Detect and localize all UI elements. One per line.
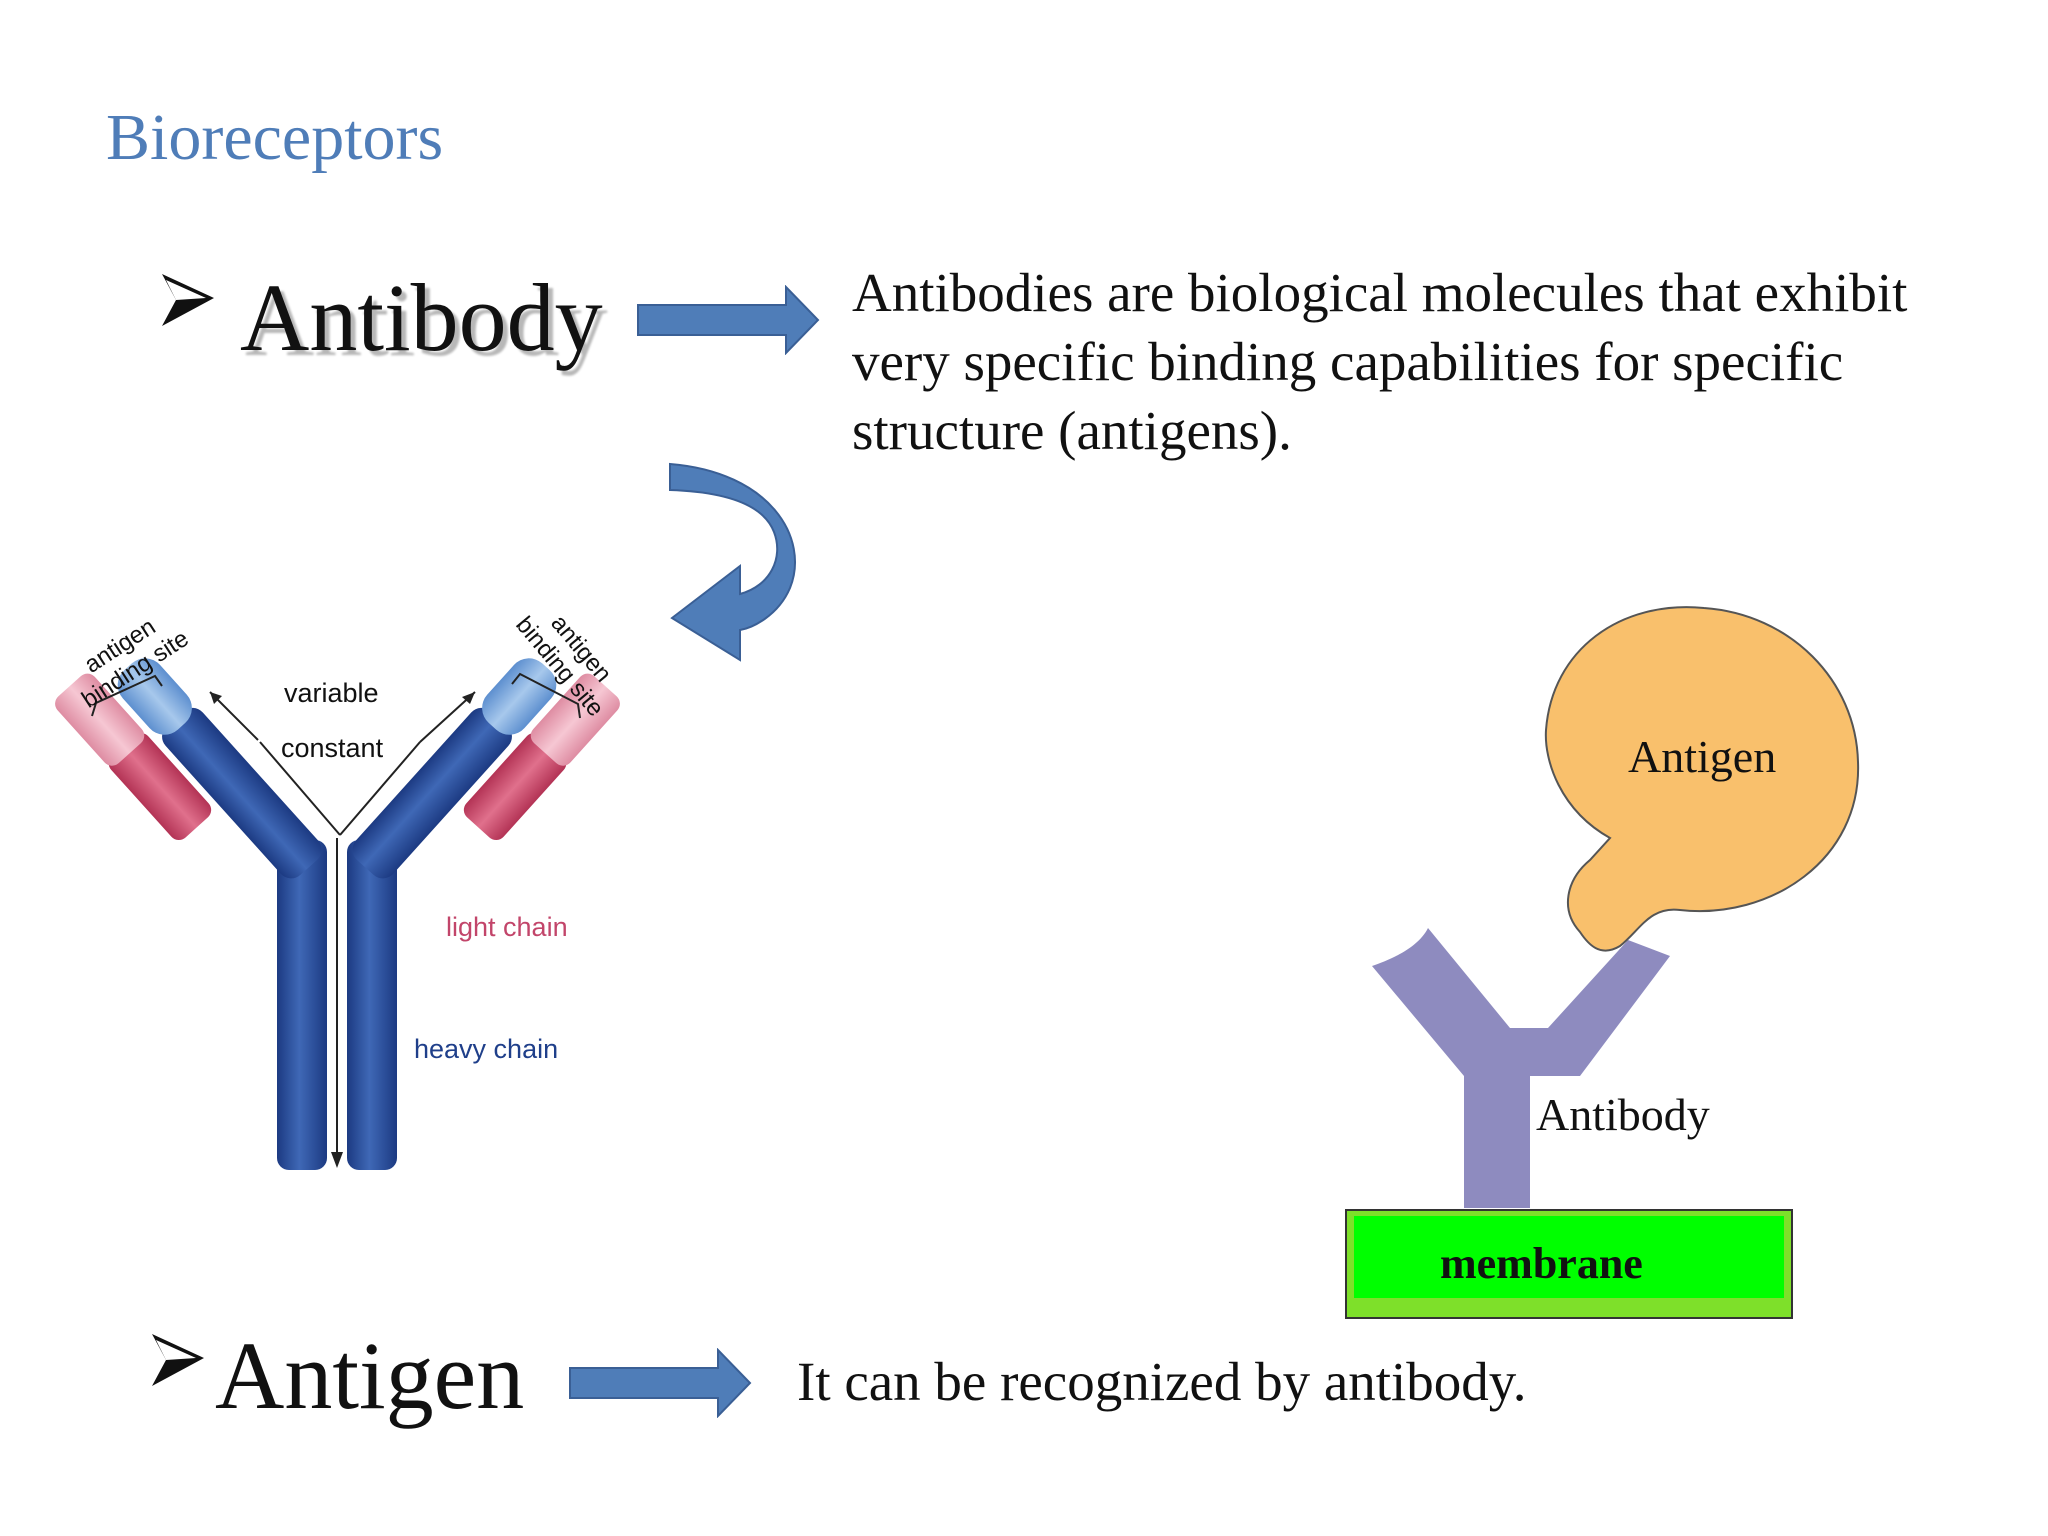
right-arrow-icon [637,285,820,355]
antibody-term: Antibody [240,264,603,371]
antibody-shape [1372,928,1670,1208]
antigen-binding-site-label-left: antigen binding site [77,613,194,714]
slide-title: Bioreceptors [106,101,444,174]
curved-arrow-icon [669,462,796,662]
antibody-label: Antibody [1536,1089,1710,1140]
constant-label: constant [281,733,384,763]
arrowhead-bullet-icon [162,274,214,326]
antigen-binding-site-label-right: antigen binding site [510,609,617,722]
antigen-term: Antigen [215,1322,525,1429]
antigen-definition: It can be recognized by antibody. [797,1351,1527,1412]
antigen-label: Antigen [1628,731,1777,782]
right-arrow-icon [569,1348,752,1418]
arrowhead-bullet-icon [152,1334,204,1386]
variable-label: variable [284,678,379,708]
heavy-chain-label: heavy chain [414,1034,559,1064]
light-chain-label: light chain [446,912,568,942]
membrane-label: membrane [1440,1239,1643,1288]
heavy-chain-stem-left [277,840,327,1170]
heavy-chain-stem-right [347,840,397,1170]
heavy-chain-arm-right [352,658,557,879]
antibody-definition: Antibodies are biological molecules that… [852,262,1908,461]
